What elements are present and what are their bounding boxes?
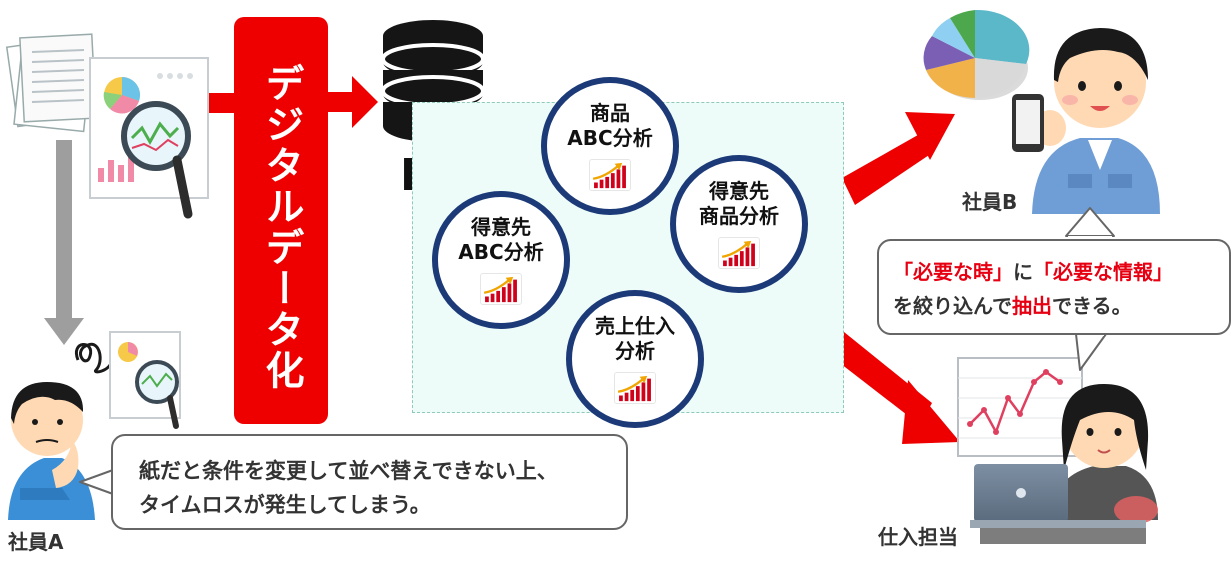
database-icon bbox=[381, 20, 485, 142]
bubble-b-line1: 「必要な時」に「必要な情報」 bbox=[893, 255, 1229, 289]
bracket-open: 「 bbox=[893, 260, 913, 284]
particle-text: に bbox=[1013, 260, 1033, 284]
line-chart-board-icon bbox=[957, 357, 1083, 457]
bubble-a-line2: タイムロスが発生してしまう。 bbox=[139, 493, 431, 517]
red-arrow-to-db bbox=[326, 76, 378, 128]
employee-a-label: 社員A bbox=[8, 530, 64, 554]
emphasis-extract: 抽出 bbox=[1012, 294, 1052, 318]
growth-chart-icon bbox=[718, 237, 760, 269]
red-arrow-to-banner bbox=[203, 93, 237, 113]
document-stack-icon bbox=[5, 33, 97, 133]
growth-chart-icon bbox=[589, 159, 631, 191]
employee-b-illustration bbox=[1032, 28, 1160, 214]
plain-text: できる。 bbox=[1052, 294, 1132, 318]
purchasing-label: 仕入担当 bbox=[878, 525, 958, 549]
banner-label: デジタルデータ化 bbox=[259, 63, 304, 391]
emphasis-when-needed: 必要な時 bbox=[913, 260, 993, 284]
growth-chart-icon bbox=[480, 273, 522, 305]
smartphone-icon bbox=[1012, 94, 1044, 152]
analysis-circle-customer-abc: 得意先 ABC分析 bbox=[432, 191, 570, 329]
bracket-close: 」 bbox=[1153, 260, 1173, 284]
analysis-circle-customer-product: 得意先 商品分析 bbox=[670, 155, 808, 293]
bubble-b-line2: を絞り込んで抽出できる。 bbox=[893, 289, 1229, 323]
report-magnifier-icon bbox=[89, 57, 209, 219]
analysis-label: 得意先 商品分析 bbox=[699, 179, 779, 228]
bracket-close: 」 bbox=[993, 260, 1013, 284]
gray-down-arrow bbox=[44, 140, 84, 345]
red-arrow-to-employee-b bbox=[842, 112, 955, 205]
analysis-label: 売上仕入 分析 bbox=[595, 314, 675, 363]
speech-bubble-employee-a: 紙だと条件を変更して並べ替えできない上、 タイムロスが発生してしまう。 bbox=[111, 434, 628, 530]
analysis-circle-product-abc: 商品 ABC分析 bbox=[541, 77, 679, 215]
red-arrow-to-purchasing bbox=[832, 332, 960, 444]
bracket-open: 「 bbox=[1033, 260, 1053, 284]
analysis-label: 得意先 ABC分析 bbox=[458, 215, 544, 264]
small-report-icon bbox=[109, 331, 181, 429]
plain-text: を絞り込んで bbox=[893, 294, 1012, 318]
employee-a-illustration bbox=[8, 382, 95, 520]
analysis-label: 商品 ABC分析 bbox=[567, 101, 653, 150]
pie-chart-icon bbox=[923, 9, 1030, 100]
analysis-circle-sales-purchase: 売上仕入 分析 bbox=[566, 290, 704, 428]
growth-chart-icon bbox=[614, 372, 656, 404]
purchasing-staff-illustration bbox=[1050, 384, 1158, 524]
laptop-icon bbox=[970, 464, 1146, 544]
employee-b-label: 社員B bbox=[962, 190, 1018, 214]
digital-data-banner: デジタルデータ化 bbox=[234, 17, 328, 424]
emphasis-needed-info: 必要な情報 bbox=[1053, 260, 1153, 284]
bubble-a-line1: 紙だと条件を変更して並べ替えできない上、 bbox=[139, 459, 558, 483]
speech-bubble-employee-b: 「必要な時」に「必要な情報」 を絞り込んで抽出できる。 bbox=[877, 239, 1231, 335]
